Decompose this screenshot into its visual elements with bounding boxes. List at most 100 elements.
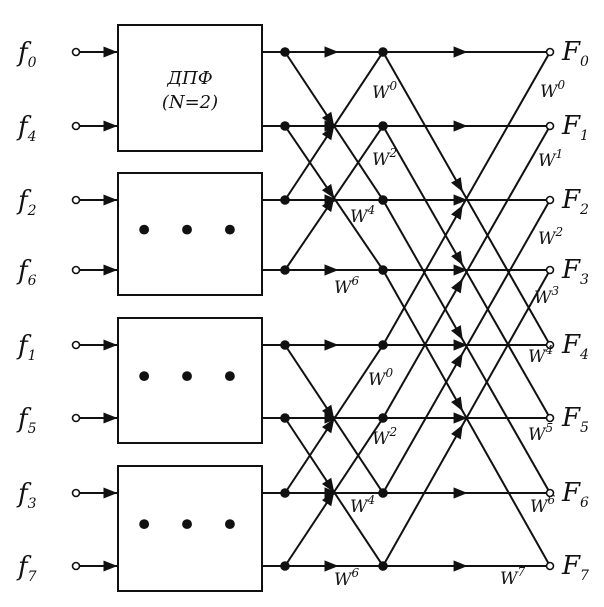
input-terminal-0 xyxy=(71,47,81,57)
twiddle-stage3-4: W4 xyxy=(528,343,553,367)
output-label-3-sub: 3 xyxy=(580,272,589,288)
twiddle-stage3-6: W6 xyxy=(530,493,555,517)
twiddle-stage3-4-base: W xyxy=(528,347,547,367)
input-label-1: f4 xyxy=(16,112,37,145)
dft-box-ellipsis: • • • xyxy=(134,506,246,546)
stage2-cross-0-2-arrow xyxy=(321,111,335,127)
output-label-4: F4 xyxy=(561,330,589,363)
stage2-cross-5-7-arrow xyxy=(321,477,335,493)
stage1-node-7 xyxy=(280,561,290,571)
twiddle-stage2-3-base: W xyxy=(334,278,353,298)
twiddle-stage3-7-sub: 7 xyxy=(517,565,525,579)
output-terminal-4 xyxy=(545,340,555,350)
input-label-3-sub: 6 xyxy=(28,273,37,289)
input-label-3: f6 xyxy=(16,256,37,289)
stage3-cross-3-7-arrow xyxy=(451,396,463,412)
output-label-2-base: F xyxy=(561,185,581,215)
stage2-node-6 xyxy=(378,488,388,498)
stage2-node-4 xyxy=(378,340,388,350)
stage3-cross-0-4-arrow xyxy=(451,177,463,193)
stage2-node-0 xyxy=(378,47,388,57)
input-label-6-sub: 3 xyxy=(28,496,37,512)
twiddle-stage3-2-sub: 2 xyxy=(554,225,563,239)
input-label-6: f3 xyxy=(16,479,37,512)
twiddle-stage2-5-sub: 2 xyxy=(388,425,397,439)
twiddle-stage2-6-sub: 4 xyxy=(366,493,375,507)
stage1-node-0 xyxy=(280,47,290,57)
input-terminal-7 xyxy=(71,561,81,571)
output-terminal-2 xyxy=(545,195,555,205)
stage3-cross-1-5-arrow xyxy=(451,250,463,266)
twiddle-stage2-5: W2 xyxy=(372,425,397,449)
stage2-node-7 xyxy=(378,561,388,571)
output-label-2: F2 xyxy=(561,185,589,218)
twiddle-stage3-5: W5 xyxy=(528,421,553,445)
output-label-2-sub: 2 xyxy=(579,202,589,218)
twiddle-stage2-0-sub: 0 xyxy=(389,79,397,93)
output-terminal-0 xyxy=(545,47,555,57)
twiddle-stage2-7: W6 xyxy=(334,566,359,590)
input-label-2: f2 xyxy=(16,186,37,219)
twiddle-stage2-6-base: W xyxy=(350,497,369,517)
output-label-5: F5 xyxy=(561,403,589,436)
dft-box-ellipsis: • • • xyxy=(134,211,246,251)
stage3-cross-6-2-arrow xyxy=(451,352,463,368)
twiddle-stage2-2: W4 xyxy=(350,203,375,227)
twiddle-stage2-3: W6 xyxy=(334,274,359,298)
output-label-0: F0 xyxy=(561,37,589,70)
input-label-5: f5 xyxy=(16,404,37,437)
output-label-7-base: F xyxy=(561,551,581,581)
stage2-cross-2-0-arrow xyxy=(321,125,335,141)
output-label-6-sub: 6 xyxy=(580,495,589,511)
output-label-5-base: F xyxy=(561,403,581,433)
twiddle-stage3-1-base: W xyxy=(538,151,557,171)
twiddle-stage3-7: W7 xyxy=(500,565,525,589)
twiddle-stage2-1-sub: 2 xyxy=(388,146,397,160)
input-label-7-sub: 7 xyxy=(28,569,37,585)
twiddle-stage3-0-base: W xyxy=(540,82,559,102)
output-label-4-sub: 4 xyxy=(579,347,589,363)
stage3-cross-4-0-arrow xyxy=(451,204,463,220)
twiddle-stage2-1-base: W xyxy=(372,150,391,170)
twiddle-stage3-5-sub: 5 xyxy=(545,421,553,435)
output-label-7: F7 xyxy=(561,551,589,584)
twiddle-stage2-2-base: W xyxy=(350,207,369,227)
output-label-1: F1 xyxy=(561,111,589,144)
twiddle-stage2-4-base: W xyxy=(368,370,387,390)
output-label-1-base: F xyxy=(561,111,581,141)
input-label-0-sub: 0 xyxy=(28,55,37,71)
output-label-6-base: F xyxy=(561,478,581,508)
stage1-node-1 xyxy=(280,121,290,131)
input-label-4: f1 xyxy=(16,331,37,364)
twiddle-stage2-0: W0 xyxy=(372,79,397,103)
twiddle-stage3-5-base: W xyxy=(528,425,547,445)
output-label-4-base: F xyxy=(561,330,581,360)
output-label-0-sub: 0 xyxy=(580,54,589,70)
twiddle-stage3-7-base: W xyxy=(500,569,519,589)
stage2-cross-7-5-arrow xyxy=(321,491,335,507)
dft-box-0 xyxy=(117,24,263,152)
input-terminal-6 xyxy=(71,488,81,498)
twiddle-stage2-2-sub: 4 xyxy=(366,203,375,217)
input-terminal-4 xyxy=(71,340,81,350)
twiddle-stage2-4: W0 xyxy=(368,366,393,390)
twiddle-stage2-0-base: W xyxy=(372,83,391,103)
twiddle-stage3-3: W3 xyxy=(534,284,559,308)
twiddle-stage2-7-sub: 6 xyxy=(351,566,359,580)
stage1-node-6 xyxy=(280,488,290,498)
twiddle-stage2-1: W2 xyxy=(372,146,397,170)
output-terminal-3 xyxy=(545,265,555,275)
dft-box-3 xyxy=(117,465,263,592)
stage2-cross-3-1-arrow xyxy=(321,197,335,213)
output-label-7-sub: 7 xyxy=(580,568,589,584)
stage2-cross-1-3-arrow xyxy=(321,183,335,199)
stage3-cross-7-3 xyxy=(382,269,551,567)
stage1-node-5 xyxy=(280,413,290,423)
stage2-node-2 xyxy=(378,195,388,205)
input-label-7: f7 xyxy=(16,552,37,585)
stage2-node-5 xyxy=(378,413,388,423)
dft-box-size: (N=2) xyxy=(162,92,218,113)
input-label-2-sub: 2 xyxy=(27,203,37,219)
output-label-1-sub: 1 xyxy=(580,128,589,144)
stage1-node-3 xyxy=(280,265,290,275)
